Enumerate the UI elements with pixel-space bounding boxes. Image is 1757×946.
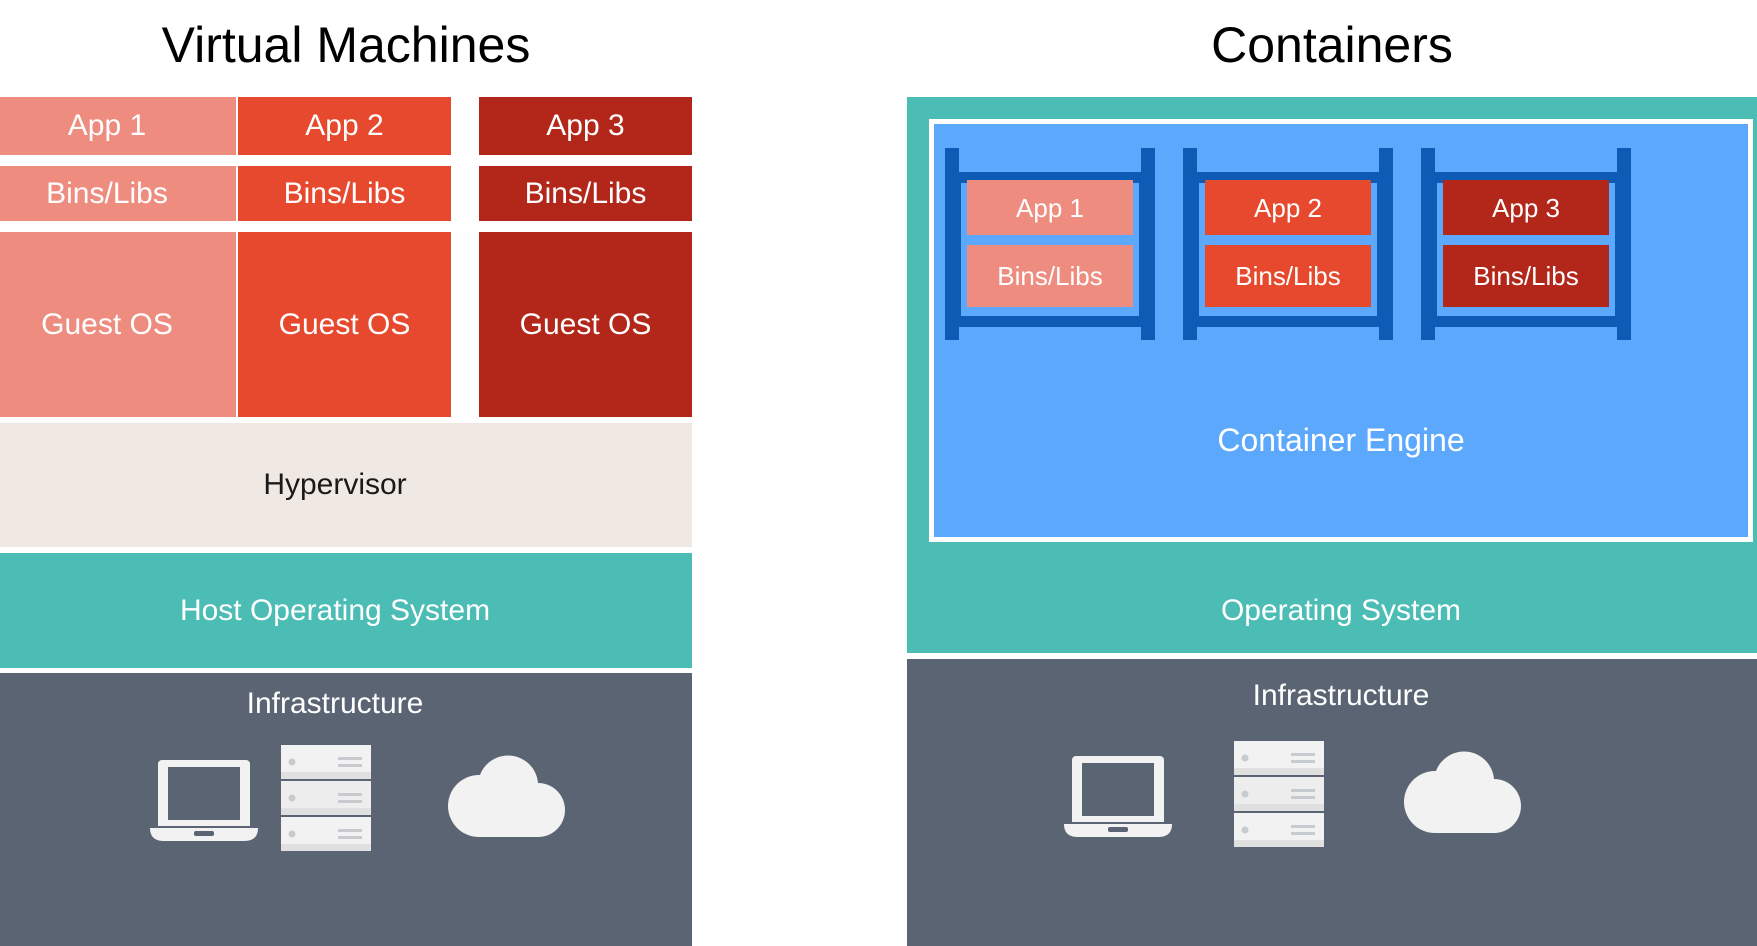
- laptop-icon: [1062, 752, 1174, 842]
- shelf-1-bins: Bins/Libs: [967, 245, 1133, 307]
- shelf-2-bins: Bins/Libs: [1205, 245, 1371, 307]
- vm-col-1-app: App 1: [0, 97, 236, 155]
- vm-col-2-guest-os: Guest OS: [238, 232, 451, 417]
- right-panel-title: Containers: [1211, 17, 1453, 73]
- server-rack-icon: [281, 745, 371, 851]
- shelf-3-bins: Bins/Libs: [1443, 245, 1609, 307]
- shelf-2-side-right: [1377, 172, 1388, 327]
- shelf-1-side-right: [1139, 172, 1150, 327]
- shelf-3-side-left: [1426, 172, 1437, 327]
- cloud-icon: [1389, 747, 1521, 835]
- shelf-1-rail-top: [950, 172, 1150, 183]
- host-operating-system-block: Host Operating System: [0, 553, 692, 668]
- containers-operating-system-label: Operating System: [1220, 594, 1462, 627]
- left-infrastructure-block: Infrastructure: [0, 673, 692, 946]
- vm-col-2-bins: Bins/Libs: [238, 166, 451, 221]
- shelf-1-app: App 1: [967, 180, 1133, 235]
- shelf-2-rail-top: [1188, 172, 1388, 183]
- cloud-icon: [433, 751, 565, 839]
- shelf-2-rail-bottom: [1188, 316, 1388, 327]
- vm-col-3-guest-os: Guest OS: [479, 232, 692, 417]
- shelf-3-app: App 3: [1443, 180, 1609, 235]
- shelf-2-side-left: [1188, 172, 1199, 327]
- container-engine-label: Container Engine: [1217, 422, 1465, 458]
- shelf-3-side-right: [1615, 172, 1626, 327]
- shelf-2-app: App 2: [1205, 180, 1371, 235]
- left-infrastructure-label: Infrastructure: [246, 687, 424, 720]
- vm-col-1-guest-os: Guest OS: [0, 232, 236, 417]
- right-infrastructure-block: Infrastructure: [907, 659, 1757, 946]
- vm-col-3-app: App 3: [479, 97, 692, 155]
- shelf-3-rail-bottom: [1426, 316, 1626, 327]
- shelf-3-rail-top: [1426, 172, 1626, 183]
- hypervisor-block: Hypervisor: [0, 423, 692, 547]
- shelf-1-rail-bottom: [950, 316, 1150, 327]
- shelf-1-side-left: [950, 172, 961, 327]
- right-infrastructure-label: Infrastructure: [1252, 679, 1430, 712]
- laptop-icon: [148, 756, 260, 846]
- vm-col-2-app: App 2: [238, 97, 451, 155]
- vm-col-3-bins: Bins/Libs: [479, 166, 692, 221]
- server-rack-icon: [1234, 741, 1324, 847]
- vm-col-1-bins: Bins/Libs: [0, 166, 236, 221]
- left-panel-title: Virtual Machines: [161, 17, 531, 73]
